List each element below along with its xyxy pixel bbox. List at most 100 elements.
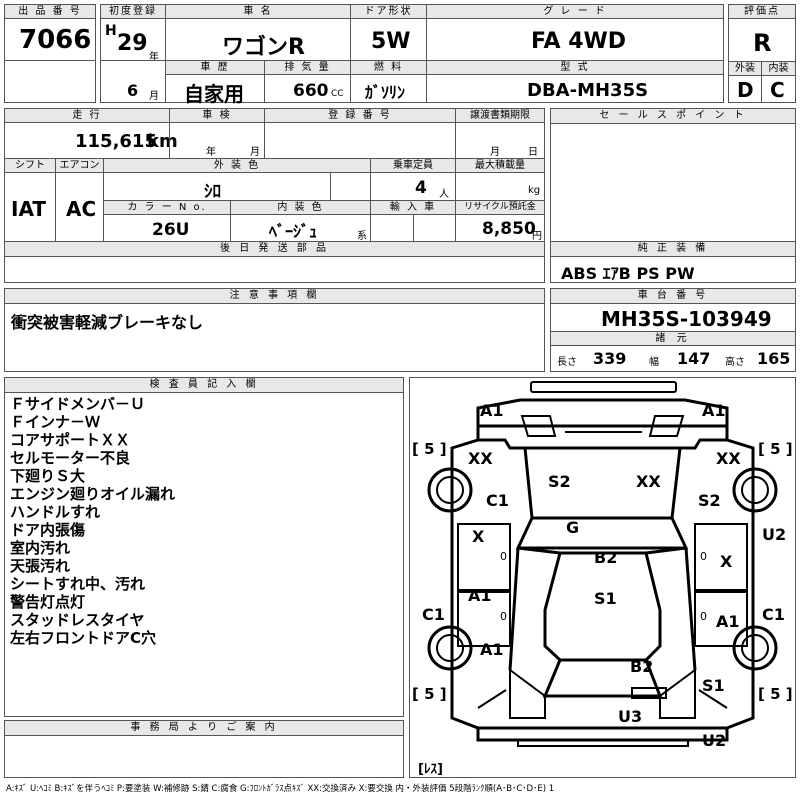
shift-cell: シフト IAT	[4, 158, 56, 242]
mark-front-right-bumper: A1	[702, 401, 726, 420]
score-cell: 評価点 R	[728, 4, 796, 62]
fuel-cell: 燃 料 ｶﾞｿﾘﾝ	[350, 60, 427, 103]
capacity: 4	[415, 178, 427, 198]
inspector-note: 室内汚れ	[10, 539, 71, 557]
inspector-note: 天張汚れ	[10, 557, 71, 575]
exterior-color: ｼﾛ	[204, 182, 221, 202]
displacement-unit: CC	[331, 89, 344, 99]
exterior-color-cell: 外 装 色 ｼﾛ	[103, 158, 371, 202]
mark-door-rear-left-a1: A1	[468, 586, 492, 605]
shift-label: シフト	[5, 159, 55, 173]
registration-year: 29	[117, 31, 148, 56]
damage-diagram: A1 A1 [ 5 ] [ 5 ] XX XX S2 XX C1 S2 G X …	[409, 377, 796, 778]
sales-point-box: セ ー ル ス ポ イ ン ト	[550, 108, 796, 258]
equipment: ABS ｴｱB PS PW	[561, 264, 695, 283]
car-name: ワゴンR	[222, 35, 305, 60]
color-number-label: カ ラ ー N o.	[104, 201, 230, 215]
ac-cell: エアコン AC	[55, 158, 104, 242]
lot-number-label: 出 品 番 号	[5, 5, 95, 19]
interior-color-unit: 系	[357, 231, 367, 242]
displacement: 660	[293, 81, 329, 101]
door-cell: ドア形状 5W	[350, 4, 427, 61]
inspector-note: 左右フロントドアC穴	[10, 629, 157, 647]
mark-rocker-right-u2: U2	[762, 525, 787, 544]
caution-label: 注 意 事 項 欄	[5, 289, 544, 304]
mileage-label: 走 行	[5, 109, 169, 123]
chassis-label: 車 台 番 号	[551, 289, 795, 304]
max-load-cell: 最大積載量 kg	[455, 158, 545, 201]
inspector-note: 下廻りＳ大	[10, 467, 86, 485]
ac-label: エアコン	[56, 159, 103, 173]
history-label: 車 歴	[166, 61, 264, 75]
interior-color: ﾍﾞｰｼﾞｭ	[269, 222, 318, 241]
mark-fender-left-xx: XX	[468, 449, 493, 468]
mark-quarter-right-s1: S1	[702, 676, 725, 695]
legend: A:ｷｽﾞ U:ﾍｺﾐ B:ｷｽﾞを伴うﾍｺﾐ P:要塗装 W:補修跡 S:錆 …	[6, 784, 555, 794]
width: 147	[677, 349, 711, 368]
car-outline	[427, 381, 778, 747]
mileage: 115,615	[75, 131, 157, 152]
mark-fender-left-c1: C1	[486, 491, 509, 510]
exterior-score-label: 外装	[729, 62, 761, 76]
model-label: 型 式	[427, 61, 723, 75]
era: H	[105, 23, 117, 39]
office-notice-label: 事 務 局 よ り ご 案 内	[5, 721, 403, 736]
mark-spare-tire: [ﾚｽ]	[418, 762, 443, 777]
car-name-label: 車 名	[166, 5, 350, 19]
import-cell: 輸 入 車	[370, 200, 456, 242]
year-unit: 年	[149, 52, 159, 63]
mark-rocker-right-c1: C1	[762, 605, 785, 624]
mark-hood-xx: XX	[636, 472, 661, 491]
mark-tire-front-left: [ 5 ]	[412, 440, 447, 458]
mark-zero-a: 0	[500, 550, 507, 563]
shift: IAT	[11, 197, 47, 221]
score-label: 評価点	[729, 5, 795, 19]
sales-point-label: セ ー ル ス ポ イ ン ト	[551, 109, 795, 124]
model-cell: 型 式 DBA-MH35S	[426, 60, 724, 103]
registration-number-cell: 登 録 番 号	[264, 108, 456, 159]
mark-quarter-left-a1: A1	[480, 640, 504, 659]
width-label: 幅	[649, 357, 659, 368]
caution-box: 注 意 事 項 欄 衝突被害軽減ブレーキなし	[4, 288, 545, 372]
capacity-unit: 人	[439, 189, 449, 200]
inspection-cell: 車 検 年 月	[169, 108, 265, 159]
capacity-label: 乗車定員	[371, 159, 455, 173]
mark-zero-c: 0	[500, 610, 507, 623]
mark-tire-rear-right: [ 5 ]	[758, 685, 793, 703]
history: 自家用	[184, 82, 244, 106]
ac: AC	[66, 197, 97, 221]
max-load-unit: kg	[528, 185, 541, 196]
displacement-label: 排 気 量	[265, 61, 350, 75]
transfer-deadline-label: 譲渡書類期限	[456, 109, 544, 123]
exterior-score-cell: 外装 D	[728, 61, 762, 103]
inspector-note: セルモーター不良	[10, 449, 131, 467]
inspection-month-unit: 月	[250, 147, 260, 158]
inspector-note: 警告灯点灯	[10, 593, 86, 611]
mark-rear-b2: B2	[630, 657, 654, 676]
first-registration-label: 初度登録	[101, 5, 165, 19]
mark-door-rear-right-a1: A1	[716, 612, 740, 631]
caution-text: 衝突被害軽減ブレーキなし	[11, 313, 204, 332]
interior-color-label: 内 装 色	[231, 201, 370, 215]
mark-hood-s2: S2	[548, 472, 571, 491]
interior-color-cell: 内 装 色 ﾍﾞｰｼﾞｭ 系	[230, 200, 371, 242]
recycle-cell: リサイクル預託金 8,850 円	[455, 200, 545, 242]
mileage-unit: km	[147, 131, 178, 152]
length: 339	[593, 349, 627, 368]
later-parts-label: 後 日 発 送 部 品	[5, 242, 544, 257]
inspector-note: Ｆサイドメンバ－Ｕ	[10, 395, 146, 413]
mark-roof-s1: S1	[594, 589, 617, 608]
door-label: ドア形状	[351, 5, 426, 19]
interior-score-label: 内装	[762, 62, 795, 76]
registration-month-cell: 6 月	[100, 60, 166, 103]
inspector-note: ドア内張傷	[10, 521, 86, 539]
mileage-cell: 走 行 115,615 km	[4, 108, 178, 159]
height-label: 高さ	[725, 357, 745, 368]
inspector-note: ハンドルすれ	[10, 503, 101, 521]
equipment-box: 純 正 装 備 ABS ｴｱB PS PW	[550, 241, 796, 283]
height: 165	[757, 349, 791, 368]
color-number-cell: カ ラ ー N o. 26U	[103, 200, 231, 242]
length-label: 長さ	[557, 357, 577, 368]
mark-fender-right-s2: S2	[698, 491, 721, 510]
